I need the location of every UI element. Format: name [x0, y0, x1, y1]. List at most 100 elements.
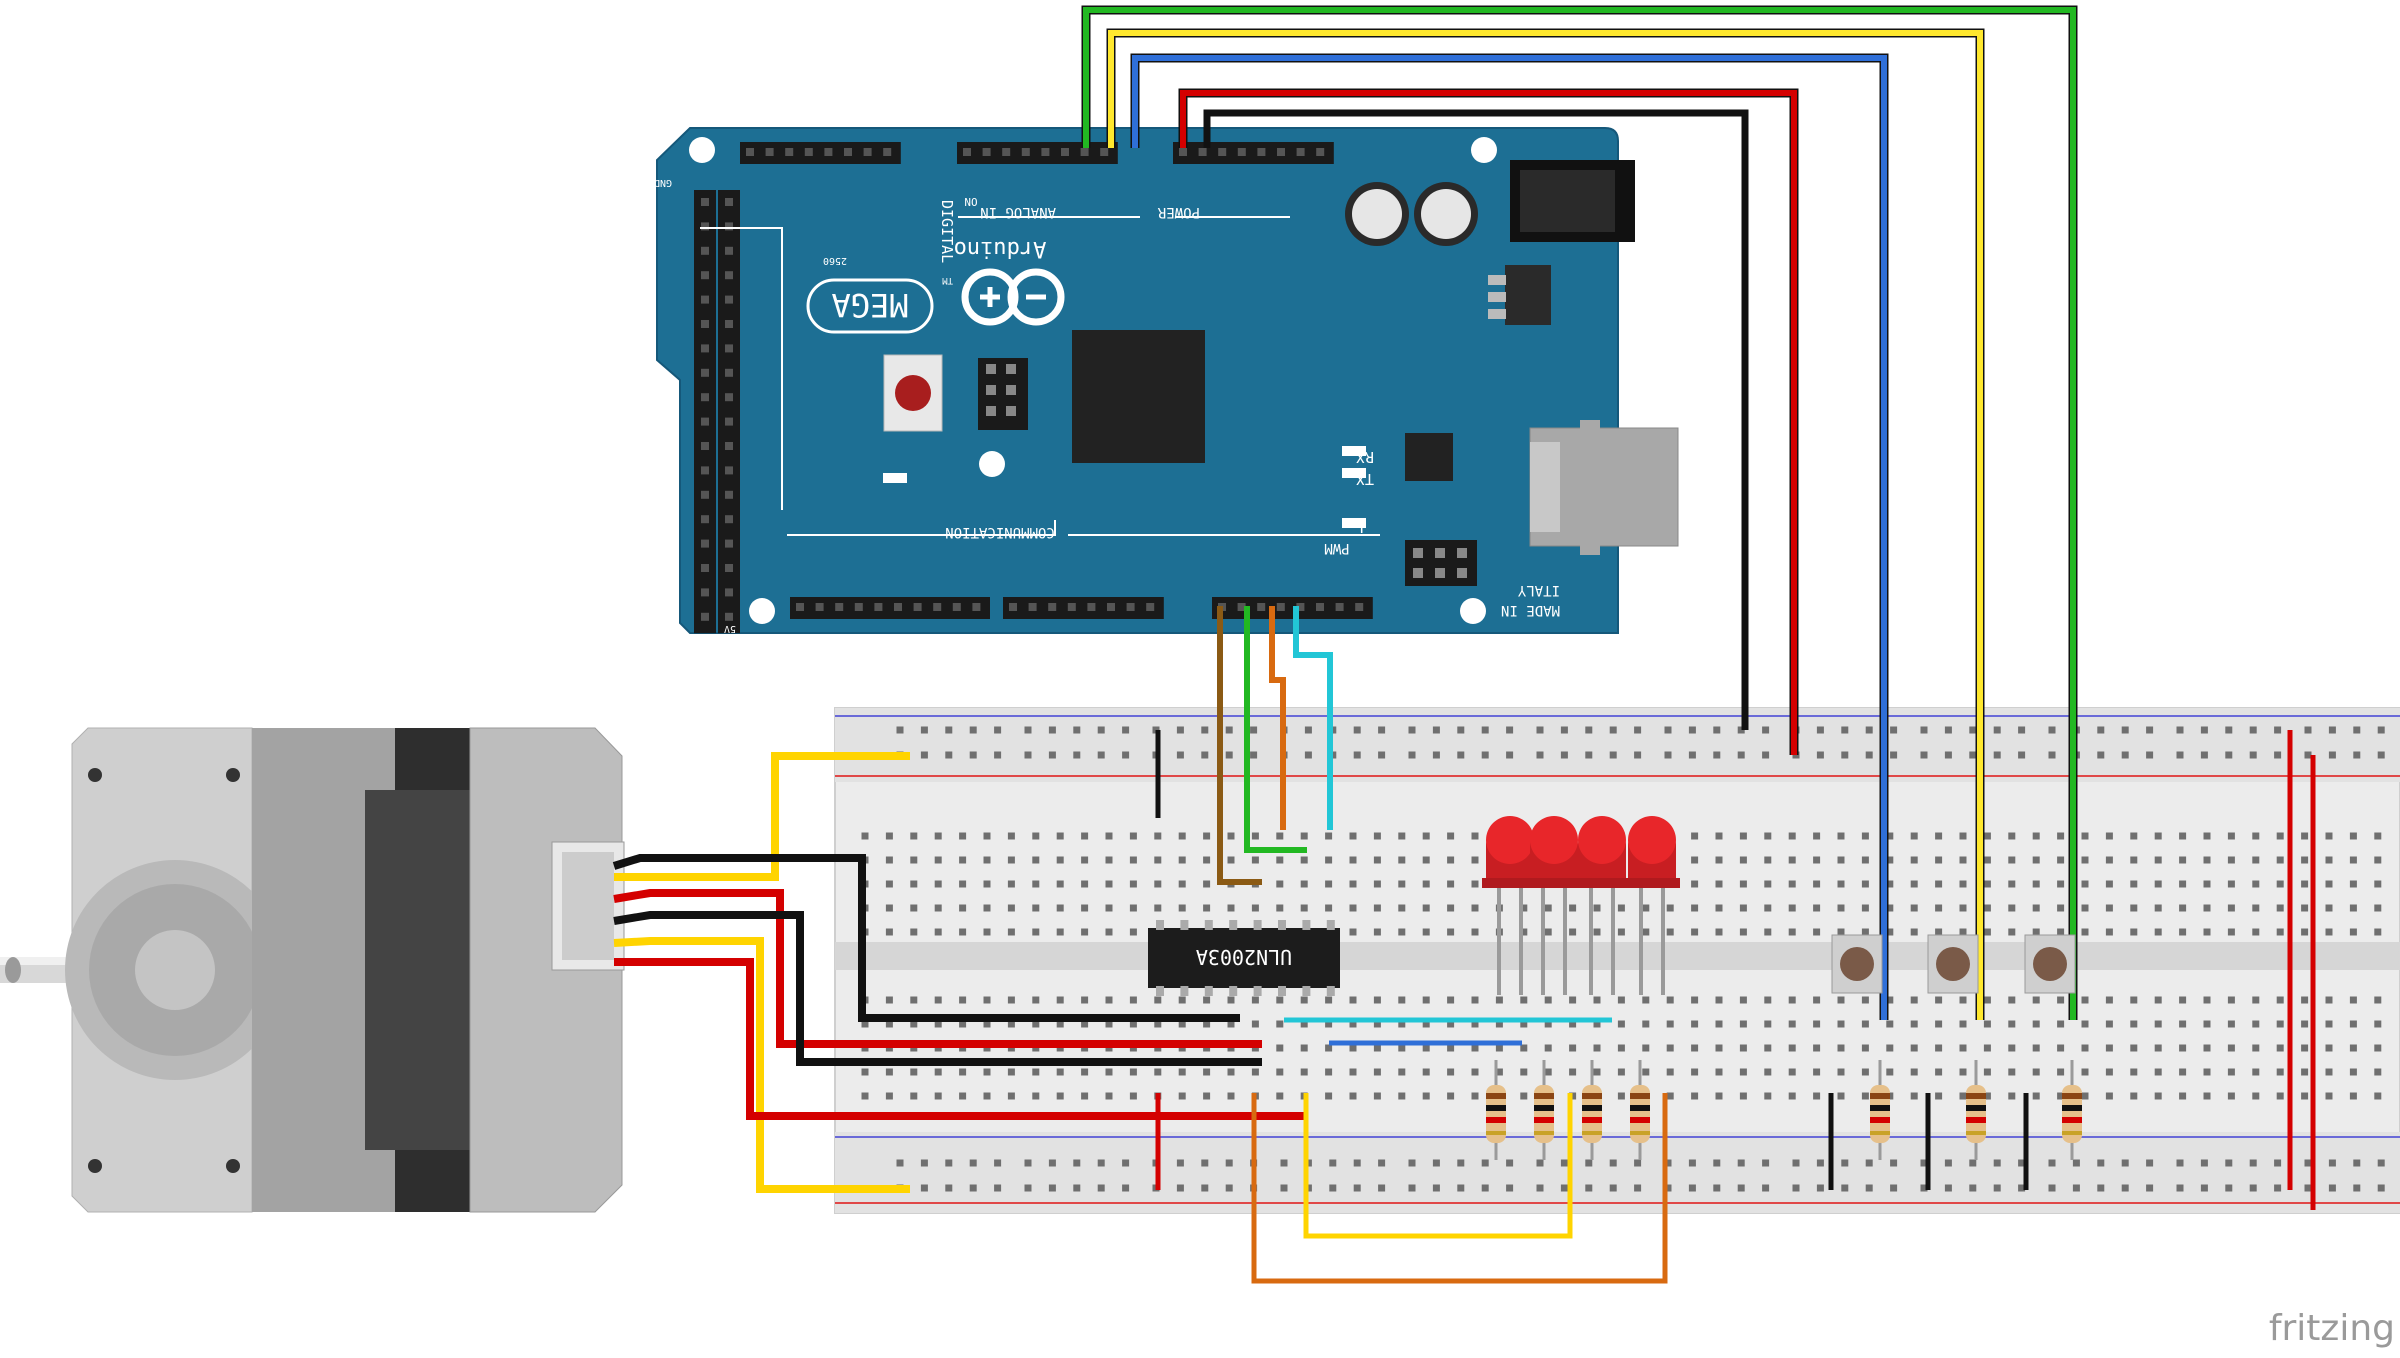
breadboard-hole — [1935, 905, 1942, 912]
breadboard-hole — [1789, 929, 1796, 936]
breadboard-hole — [2228, 1045, 2235, 1052]
breadboard-hole — [2155, 857, 2162, 864]
rail-hole — [2097, 1160, 2104, 1167]
rail-hole — [1994, 727, 2001, 734]
rail-hole — [1354, 1185, 1361, 1192]
rail-hole — [1762, 1185, 1769, 1192]
breadboard-hole — [1838, 905, 1845, 912]
breadboard-hole — [1447, 1045, 1454, 1052]
breadboard-hole — [1618, 1093, 1625, 1100]
breadboard-hole — [2179, 1069, 2186, 1076]
breadboard-hole — [2106, 997, 2113, 1004]
breadboard-hole — [1789, 1045, 1796, 1052]
breadboard-hole — [1374, 905, 1381, 912]
breadboard-hole — [1154, 833, 1161, 840]
breadboard-hole — [2326, 1045, 2333, 1052]
rail-hole — [1354, 727, 1361, 734]
uln-leg-bottom — [1156, 986, 1164, 996]
l-led — [1342, 518, 1366, 528]
breadboard-hole — [2204, 997, 2211, 1004]
rail-hole — [1177, 727, 1184, 734]
breadboard-hole — [2350, 1021, 2357, 1028]
breadboard-hole — [1935, 997, 1942, 1004]
uln2003a-driver: ULN2003A — [1148, 920, 1340, 996]
breadboard-hole — [2350, 1045, 2357, 1052]
resistor-band — [1534, 1131, 1554, 1135]
breadboard-hole — [2130, 881, 2137, 888]
breadboard-hole — [1838, 1093, 1845, 1100]
rail-hole — [2049, 752, 2056, 759]
digital-header-left-pin — [701, 564, 709, 572]
breadboard-hole — [1081, 905, 1088, 912]
rail-hole — [1457, 752, 1464, 759]
digital-low-header-pin — [1146, 603, 1154, 611]
breadboard-hole — [1789, 997, 1796, 1004]
rail-hole — [1201, 1185, 1208, 1192]
power-header-pin — [1199, 148, 1207, 156]
breadboard-hole — [1764, 997, 1771, 1004]
rail-hole — [2353, 1160, 2360, 1167]
analog-low-header — [957, 142, 1118, 164]
uln-leg-top — [1327, 920, 1335, 930]
rail-hole — [1482, 1160, 1489, 1167]
breadboard-hole — [1057, 857, 1064, 864]
breadboard-hole — [1301, 881, 1308, 888]
rail-hole — [1713, 1185, 1720, 1192]
breadboard-hole — [1838, 997, 1845, 1004]
breadboard-hole — [1862, 881, 1869, 888]
breadboard-hole — [2179, 997, 2186, 1004]
breadboard-hole — [1325, 857, 1332, 864]
rail-hole — [1817, 727, 1824, 734]
breadboard-hole — [1276, 833, 1283, 840]
rail-hole — [1994, 1185, 2001, 1192]
breadboard-hole — [1691, 1021, 1698, 1028]
rail-hole — [1969, 752, 1976, 759]
breadboard-hole — [1764, 1045, 1771, 1052]
icsp2-pin — [1457, 548, 1467, 558]
rail-hole — [2305, 752, 2312, 759]
rail-hole — [1482, 727, 1489, 734]
breadboard-hole — [1520, 997, 1527, 1004]
rail-hole — [1378, 1160, 1385, 1167]
breadboard-hole — [1691, 833, 1698, 840]
breadboard-hole — [1057, 833, 1064, 840]
analog-high-header-pin — [766, 148, 774, 156]
breadboard-hole — [1813, 1045, 1820, 1052]
digital-low-header — [1003, 597, 1164, 619]
icsp2-pin — [1413, 548, 1423, 558]
reset-button-cap — [895, 375, 931, 411]
analog-high-header-pin — [805, 148, 813, 156]
pwm-header-pin — [1355, 603, 1363, 611]
breadboard-hole — [1032, 857, 1039, 864]
breadboard-hole — [886, 881, 893, 888]
breadboard-hole — [1862, 1069, 1869, 1076]
breadboard-hole — [2130, 905, 2137, 912]
breadboard-hole — [959, 929, 966, 936]
breadboard-hole — [1252, 1069, 1259, 1076]
rail-hole — [2177, 752, 2184, 759]
rail-hole — [1281, 1160, 1288, 1167]
breadboard-hole — [1106, 1069, 1113, 1076]
breadboard-hole — [1496, 1045, 1503, 1052]
breadboard-hole — [1447, 1069, 1454, 1076]
communication-header-pin — [972, 603, 980, 611]
breadboard-hole — [2033, 1021, 2040, 1028]
breadboard-hole — [2106, 1045, 2113, 1052]
breadboard-hole — [1350, 881, 1357, 888]
breadboard-hole — [1081, 881, 1088, 888]
breadboard-hole — [984, 1069, 991, 1076]
breadboard-hole — [1813, 881, 1820, 888]
breadboard-hole — [862, 1093, 869, 1100]
bottom-power-rail — [835, 1132, 2400, 1213]
breadboard-hole — [1423, 881, 1430, 888]
breadboard-hole — [1081, 997, 1088, 1004]
breadboard-hole — [1862, 1021, 1869, 1028]
breadboard-hole — [2374, 1069, 2381, 1076]
breadboard-hole — [2130, 1093, 2137, 1100]
regulator-leg — [1488, 292, 1506, 302]
rail-hole — [2201, 752, 2208, 759]
breadboard-hole — [1350, 1069, 1357, 1076]
breadboard-hole — [1130, 857, 1137, 864]
rail-hole — [1177, 752, 1184, 759]
analog-high-header — [740, 142, 901, 164]
